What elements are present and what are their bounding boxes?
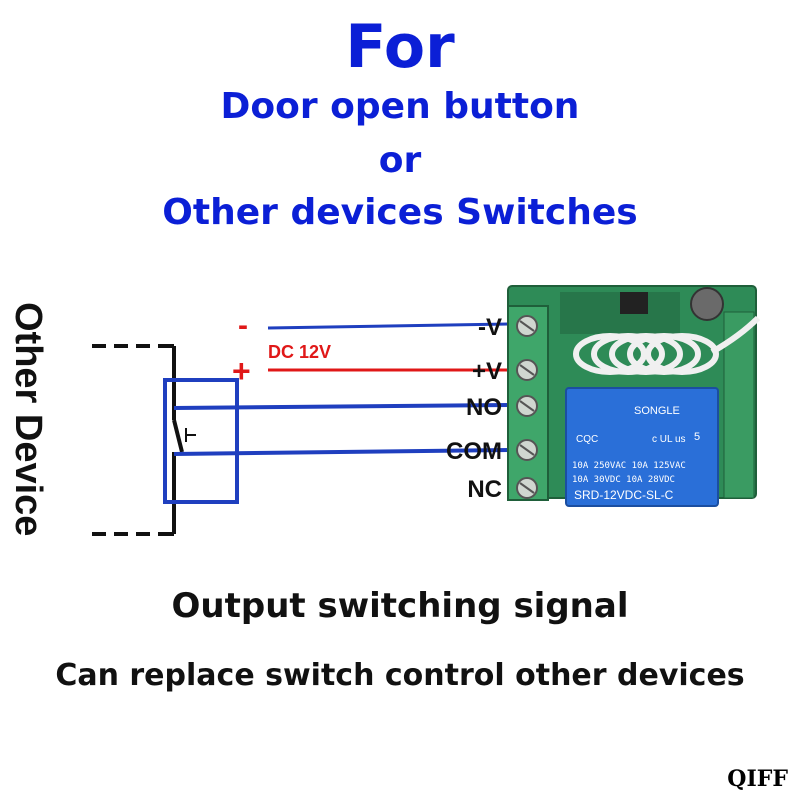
wire-minus: [267, 322, 513, 330]
wire-no: [173, 403, 513, 410]
title-line-door-open: Door open button: [220, 86, 580, 127]
relay-spec-dc: 10A 30VDC 10A 28VDC: [572, 475, 675, 485]
terminal-screw-slot: [519, 364, 535, 376]
caption-sub: Can replace switch control other devices: [55, 658, 745, 693]
switch-highlight-box: [163, 378, 239, 504]
terminal-screw-slot: [519, 320, 535, 332]
title-line-or: or: [378, 140, 422, 181]
relay-cert-ul: c UL us: [652, 434, 686, 445]
terminal-label: NC: [467, 476, 502, 503]
relay-cert-cqc: CQC: [576, 434, 598, 445]
tact-button: [620, 292, 648, 314]
relay: [565, 387, 719, 507]
terminal-label: +V: [472, 358, 502, 385]
plus-sign: +: [232, 353, 251, 389]
voltage-label: DC 12V: [268, 342, 331, 362]
terminal-label: NO: [466, 394, 502, 421]
title-heading: For: [345, 12, 455, 82]
terminal-screws: [516, 315, 538, 499]
terminal-label: -V: [478, 314, 502, 341]
terminal-screw-slot: [519, 400, 535, 412]
relay-digit: 5: [694, 431, 700, 443]
relay-brand: SONGLE: [634, 405, 680, 417]
antenna-coil: [573, 315, 761, 375]
capacitor: [690, 287, 724, 321]
relay-model: SRD-12VDC-SL-C: [574, 488, 674, 502]
minus-sign: -: [238, 309, 248, 342]
terminal-screw-slot: [519, 482, 535, 494]
terminal-screw-slot: [519, 444, 535, 456]
terminal-label: COM: [446, 438, 502, 465]
device-label: Other Device: [7, 302, 49, 536]
wire-com: [173, 448, 513, 456]
switch-contact: [172, 419, 184, 453]
watermark: QIFF: [727, 766, 788, 792]
caption-main: Output switching signal: [171, 586, 629, 626]
title-line-other-devices: Other devices Switches: [162, 192, 638, 233]
relay-spec-ac: 10A 250VAC 10A 125VAC: [572, 461, 686, 471]
